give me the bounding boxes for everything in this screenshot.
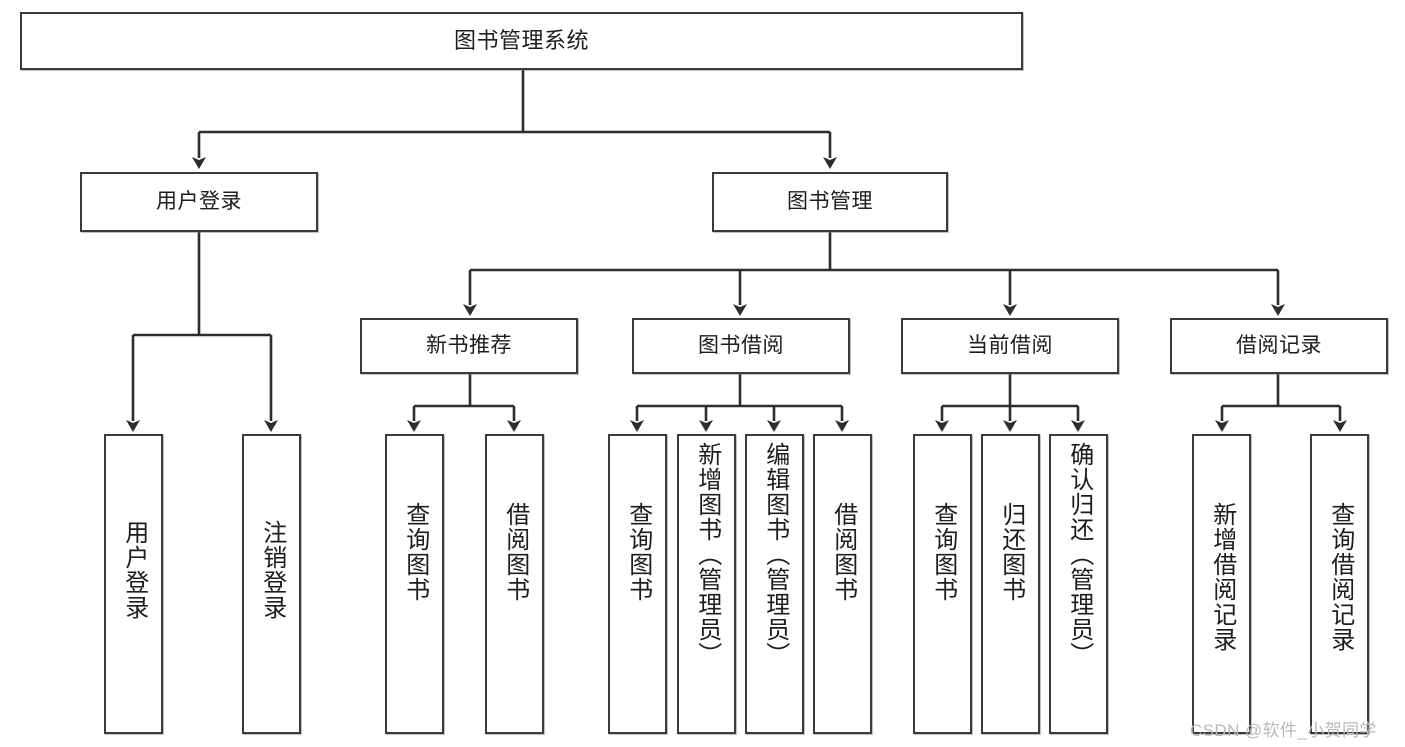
leaf-user-login[interactable]: 用户登录 [104,434,163,734]
leaf-add-borrow-record[interactable]: 新增借阅记录 [1192,434,1251,734]
csdn-watermark: CSDN @软件_小贺同学 [1190,721,1377,740]
leaf-confirm-return-admin[interactable]: 确认归还（管理员） [1049,434,1108,734]
leaf-add-book-admin[interactable]: 新增图书（管理员） [677,434,736,734]
leaf-query-book-borrow[interactable]: 查询图书 [608,434,667,734]
node-label: 查询图书 [929,502,957,602]
node-label: 归还图书 [997,502,1025,602]
node-label: 图书管理 [787,189,873,213]
leaf-query-borrow-record[interactable]: 查询借阅记录 [1310,434,1369,734]
node-label: 查询图书 [401,502,429,602]
node-label: 用户登录 [156,189,242,213]
node-label: 借阅图书 [829,502,857,602]
leaf-query-book-current[interactable]: 查询图书 [913,434,972,734]
node-label: 当前借阅 [967,333,1053,357]
node-label: 注销登录 [258,520,286,620]
leaf-borrow-book-recommend[interactable]: 借阅图书 [485,434,544,734]
node-label: 图书管理系统 [453,28,589,54]
node-label: 编辑图书（管理员） [761,442,789,667]
node-root-system[interactable]: 图书管理系统 [20,12,1023,70]
node-label: 借阅记录 [1236,333,1322,357]
node-label: 确认归还（管理员） [1065,442,1093,667]
node-new-book-recommend[interactable]: 新书推荐 [360,318,578,374]
node-label: 新增借阅记录 [1208,502,1236,652]
leaf-edit-book-admin[interactable]: 编辑图书（管理员） [745,434,804,734]
node-label: 图书借阅 [698,333,784,357]
node-book-management[interactable]: 图书管理 [712,172,948,232]
node-book-borrow[interactable]: 图书借阅 [632,318,850,374]
node-label: 查询借阅记录 [1326,502,1354,652]
node-label: 用户登录 [120,520,148,620]
node-borrow-record[interactable]: 借阅记录 [1170,318,1388,374]
node-label: 新增图书（管理员） [693,442,721,667]
leaf-query-book-recommend[interactable]: 查询图书 [385,434,444,734]
node-label: 借阅图书 [501,502,529,602]
node-user-login[interactable]: 用户登录 [80,172,318,232]
node-label: 新书推荐 [426,333,512,357]
leaf-return-book[interactable]: 归还图书 [981,434,1040,734]
leaf-borrow-book[interactable]: 借阅图书 [813,434,872,734]
leaf-logout-login[interactable]: 注销登录 [242,434,301,734]
node-label: 查询图书 [624,502,652,602]
node-current-borrow[interactable]: 当前借阅 [901,318,1119,374]
